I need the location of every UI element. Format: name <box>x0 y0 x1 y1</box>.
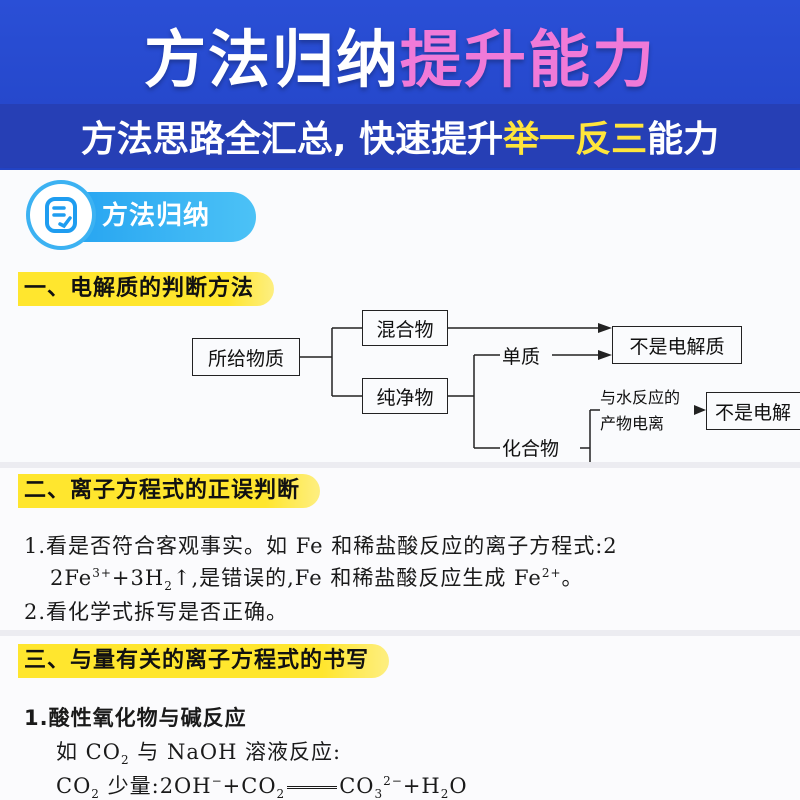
label-compound: 化合物 <box>500 434 562 461</box>
box-pure-substance: 纯净物 <box>362 378 448 414</box>
rule-line-2: 2Fe3++3H2↑,是错误的,Fe 和稀盐酸反应生成 Fe2+。 <box>50 566 584 594</box>
banner-title-white: 方法归纳 <box>143 23 400 96</box>
banner-subtitle-part-a: 方法思路全汇总, 快速提升 <box>80 119 504 160</box>
rule-line-3: 2.看化学式拆写是否正确。 <box>24 600 289 624</box>
box-given-substance: 所给物质 <box>192 338 300 376</box>
method-summary-card: 方法归纳 一、电解质的判断方法 所给物质 混合物 纯净物 单质 化合物 <box>0 170 800 462</box>
ionic-equation-check-card: 二、离子方程式的正误判断 1.看是否符合客观事实。如 Fe 和稀盐酸反应的离子方… <box>0 462 800 630</box>
banner-subtitle: 方法思路全汇总, 快速提升举一反三能力 <box>0 104 800 168</box>
banner-subtitle-part-c: 能力 <box>647 119 720 160</box>
banner-title: 方法归纳提升能力 <box>0 6 800 102</box>
rule-line-1: 1.看是否符合客观事实。如 Fe 和稀盐酸反应的离子方程式:2 <box>24 534 618 558</box>
book-icon <box>45 197 77 233</box>
box-mixture: 混合物 <box>362 310 448 346</box>
label-product-ionizes: 产物电离 <box>600 414 665 433</box>
section-heading-ionic-equation: 二、离子方程式的正误判断 <box>18 474 321 508</box>
promo-banner: 方法归纳提升能力 方法思路全汇总, 快速提升举一反三能力 <box>0 0 800 170</box>
method-label: 方法归纳 <box>102 201 211 231</box>
label-element: 单质 <box>500 342 543 369</box>
book-icon-badge <box>30 184 92 246</box>
section-heading-electrolyte: 一、电解质的判断方法 <box>18 272 275 306</box>
banner-subtitle-highlight: 举一反三 <box>503 119 648 160</box>
section-heading-quantity-equation: 三、与量有关的离子方程式的书写 <box>18 644 390 678</box>
example-line: 如 CO2 与 NaOH 溶液反应: <box>56 740 342 768</box>
subsection-acidic-oxide: 1.酸性氧化物与碱反应 <box>24 706 247 730</box>
classification-diagram-lines <box>300 323 706 462</box>
label-reacts-with-water: 与水反应的 <box>600 388 681 407</box>
box-not-electrolyte-2: 不是电解 <box>706 392 800 430</box>
box-not-electrolyte-1: 不是电解质 <box>612 326 742 364</box>
equals-sign <box>287 786 338 789</box>
quantity-equation-card: 三、与量有关的离子方程式的书写 1.酸性氧化物与碱反应 如 CO2 与 NaOH… <box>0 630 800 800</box>
banner-title-pink: 提升能力 <box>400 23 657 96</box>
